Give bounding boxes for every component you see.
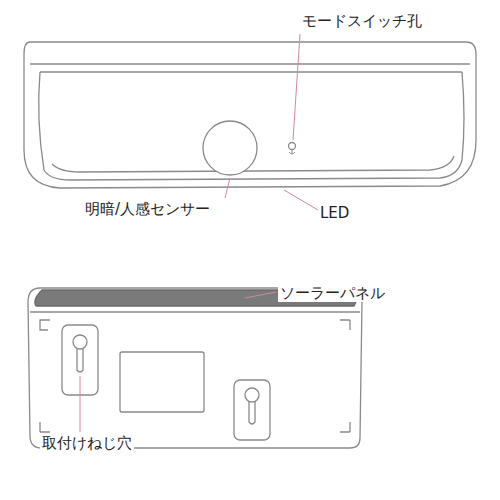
part-label: ソーラーパネル [278, 284, 387, 302]
part-label: 明暗/人感センサー [83, 200, 212, 218]
part-label: 取付けねじ穴 [40, 434, 134, 452]
part-label: LED [318, 204, 351, 222]
part-label: モードスイッチ孔 [300, 12, 424, 30]
